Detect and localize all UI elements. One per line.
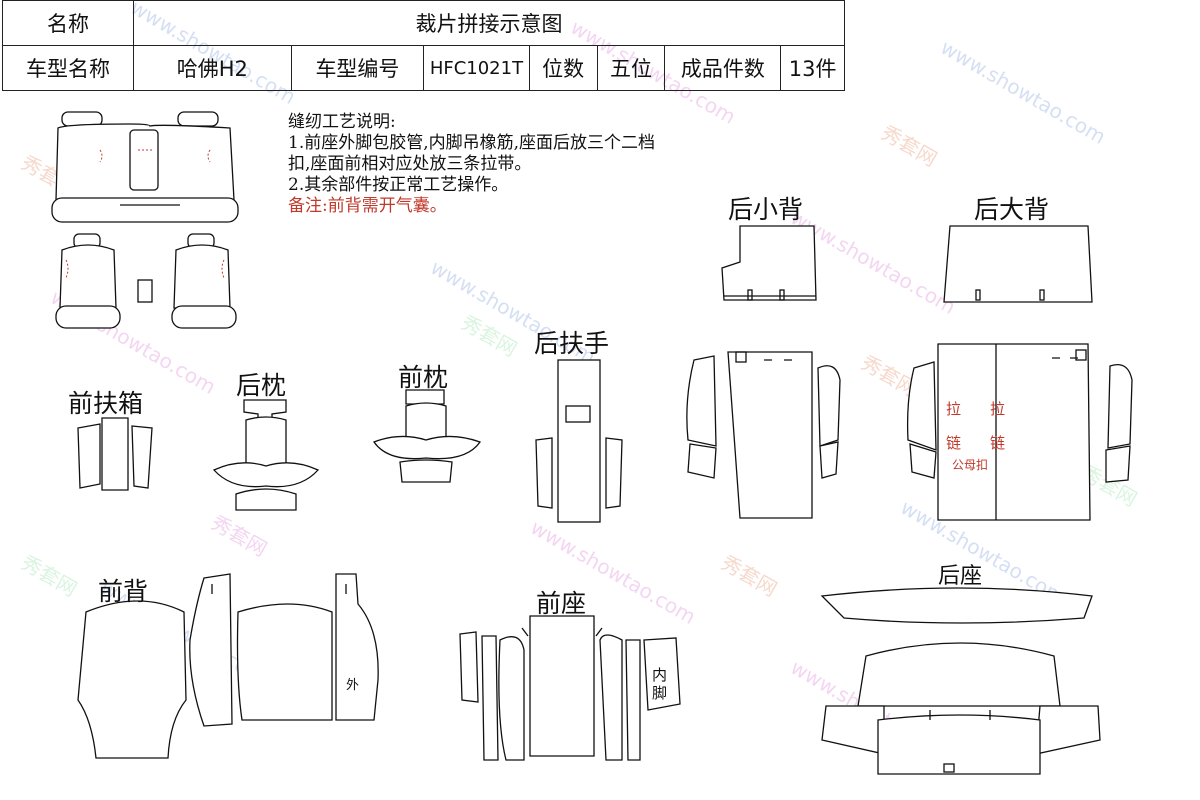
count-value: 13件	[780, 45, 845, 91]
notes-heading: 缝纫工艺说明:	[288, 112, 396, 132]
rear-big-back-pieces	[906, 225, 1133, 521]
count-label: 成品件数	[664, 45, 782, 91]
label-front-armrest-box: 前扶箱	[68, 389, 144, 418]
label-rear-armrest: 后扶手	[534, 329, 610, 358]
notes-line: 1.前座外脚包胶管,内脚吊橡筋,座面后放三个二档	[288, 133, 656, 153]
label-rear-seat: 后座	[938, 564, 983, 589]
zipper-mark-right: 拉	[990, 400, 1006, 418]
front-back-pieces	[77, 573, 379, 759]
rear-bench-overview	[51, 111, 239, 223]
model-code-label: 车型编号	[290, 45, 425, 91]
model-name: 哈佛H2	[133, 45, 292, 91]
front-armrest-box-pieces	[77, 417, 153, 491]
label-rear-small-back: 后小背	[728, 195, 804, 224]
front-pillow-pieces	[372, 389, 482, 483]
notes-remark: 备注:前背需开气囊。	[288, 196, 447, 216]
sheet-title: 裁片拼接示意图	[133, 0, 845, 46]
front-seats-overview	[55, 233, 237, 329]
label-inner-leg: 内脚	[652, 666, 668, 702]
label-outer: 外	[346, 678, 360, 693]
model-name-label: 车型名称	[2, 45, 134, 91]
zipper-mark-left: 拉	[946, 400, 962, 418]
label-rear-pillow: 后枕	[236, 371, 287, 400]
rear-armrest-pieces	[535, 359, 623, 523]
label-front-seat: 前座	[536, 589, 587, 618]
spec-table: 名称 裁片拼接示意图 车型名称 哈佛H2 车型编号 HFC1021T 位数 五位…	[2, 0, 845, 91]
rear-small-back-pieces	[686, 225, 841, 519]
sewing-notes: 缝纫工艺说明: 1.前座外脚包胶管,内脚吊橡筋,座面后放三个二档 扣,座面前相对…	[288, 112, 848, 217]
chain-mark-right: 链	[990, 434, 1006, 452]
label-rear-big-back: 后大背	[974, 195, 1050, 224]
front-seat-pieces	[459, 615, 681, 761]
rear-seat-pieces	[820, 587, 1101, 775]
seats-label: 位数	[528, 45, 598, 91]
label-front-pillow: 前枕	[398, 363, 449, 392]
snap-mark: 公母扣	[952, 458, 989, 472]
label-front-back: 前背	[98, 577, 149, 606]
model-code: HFC1021T	[423, 45, 530, 91]
notes-line: 2.其余部件按正常工艺操作。	[288, 175, 509, 195]
rear-pillow-pieces	[212, 399, 320, 511]
notes-line: 扣,座面前相对应处放三条拉带。	[288, 154, 532, 174]
name-label: 名称	[2, 0, 134, 46]
chain-mark-left: 链	[946, 434, 962, 452]
